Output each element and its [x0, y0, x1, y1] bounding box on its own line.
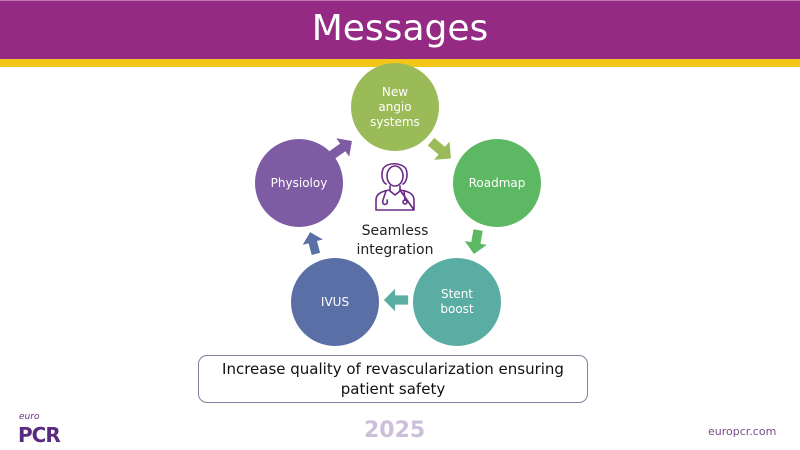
node-label: Physioloy — [270, 175, 328, 190]
arrow-icon — [464, 229, 487, 254]
logo-small-text: euro — [19, 412, 40, 422]
message-line: patient safety — [340, 380, 446, 398]
message-line: Increase quality of revascularization en… — [222, 360, 564, 378]
year-label: 2025 — [364, 418, 426, 443]
node-label: angio — [378, 99, 412, 114]
arrow-icon — [427, 137, 451, 160]
arrow-icon — [329, 138, 352, 159]
node-roadmap: Roadmap — [453, 139, 541, 227]
title-banner: Messages — [0, 0, 800, 59]
logo-large-text: PCR — [18, 423, 61, 447]
node-label: IVUS — [320, 294, 350, 309]
node-ivus: IVUS — [291, 258, 379, 346]
node-label: systems — [370, 114, 420, 129]
node-physiology: Physioloy — [255, 139, 343, 227]
europcr-logo: euro PCR — [18, 412, 78, 446]
node-label: New — [381, 84, 409, 99]
center-label: Seamless integration — [335, 222, 455, 260]
node-label: boost — [440, 302, 474, 316]
arrow-icon — [383, 288, 409, 312]
doctor-icon — [375, 162, 415, 211]
center-label-line: Seamless — [361, 223, 429, 239]
node-label: Stent — [440, 287, 473, 301]
key-message-box: Increase quality of revascularization en… — [198, 355, 588, 403]
arrow-icon — [302, 232, 323, 256]
site-url: europcr.com — [708, 425, 777, 438]
center-label-line: integration — [356, 242, 434, 258]
node-label: Roadmap — [468, 175, 526, 190]
page-title: Messages — [311, 8, 489, 49]
